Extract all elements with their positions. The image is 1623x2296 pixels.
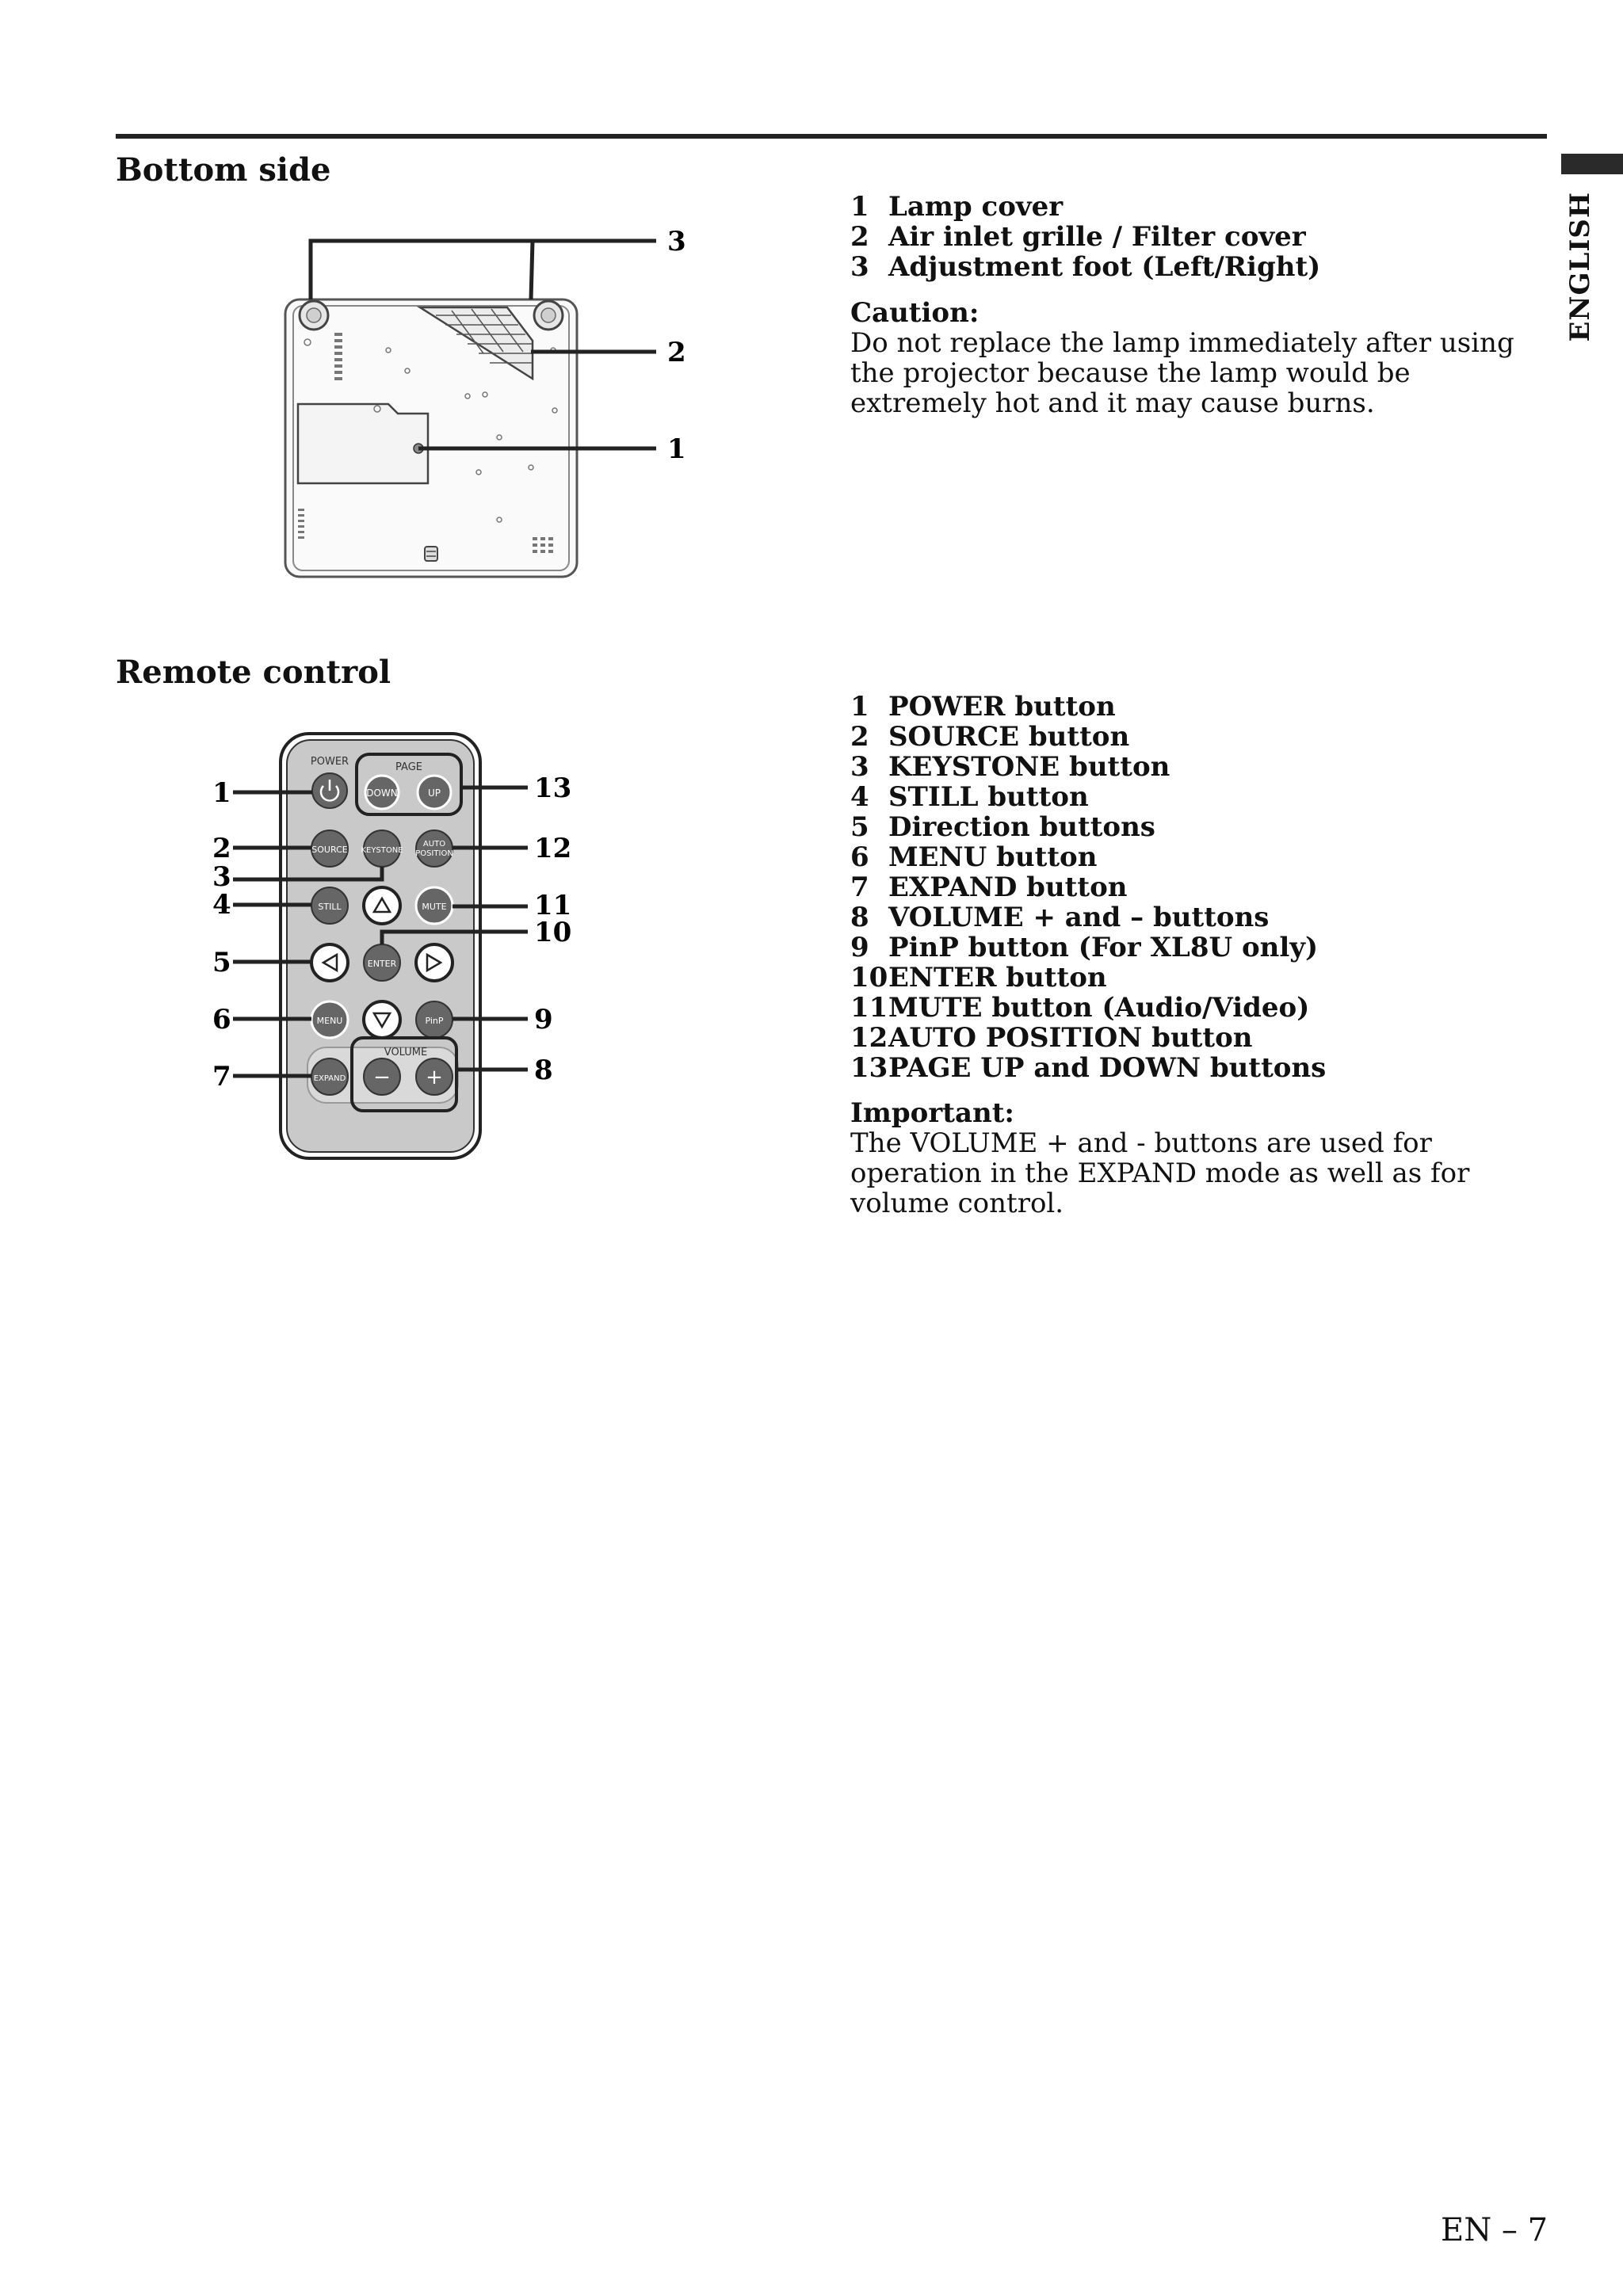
page-number: EN – 7 [1441,2212,1549,2248]
arrow-up-icon [372,896,392,913]
side-vents-lower-left [298,509,304,539]
auto-position-label-line2: POSITION [415,849,453,858]
page-up-label: UP [428,788,441,799]
mute-label: MUTE [422,902,446,912]
language-label: ENGLISH [1556,184,1604,350]
remote-callout-2: 2 [212,833,231,864]
remote-callout-5: 5 [212,947,231,978]
bottom-side-heading: Bottom side [116,151,331,189]
remote-callout-4: 4 [212,889,231,921]
page-button-group [355,753,463,816]
volume-minus-button[interactable] [363,1058,401,1096]
callout-line-r10 [380,929,528,944]
expand-label: EXPAND [314,1074,346,1083]
enter-label: ENTER [368,959,397,969]
left-direction-button[interactable] [310,943,349,982]
down-direction-button[interactable] [362,1000,402,1039]
grille-slats [436,308,532,364]
remote-control-diagram: POWER PAGE DOWN UP SOURCE KEYSTONE AUTO … [212,732,571,1160]
remote-callout-10: 10 [534,917,571,948]
page-up-button[interactable] [416,774,453,810]
page-label: PAGE [395,761,422,773]
adjustment-foot-right-center [540,307,556,323]
right-direction-button[interactable] [414,943,454,982]
volume-button-group [350,1036,458,1112]
menu-label: MENU [317,1016,343,1026]
remote-callout-1: 1 [212,777,231,809]
arrow-left-icon [321,952,338,973]
adjustment-foot-left-center [306,307,322,323]
caution-heading: Caution: [850,297,980,329]
power-label: POWER [311,756,349,768]
callout-number-3: 3 [667,226,686,257]
language-label-text: ENGLISH [1564,192,1596,342]
page-down-label: DOWN [366,788,398,799]
side-vents-left [334,333,342,380]
remote-callout-13: 13 [534,772,571,804]
side-vents-lower-right [533,537,553,553]
auto-position-label-line1: AUTO [423,840,445,849]
top-rule [116,134,1547,139]
projector-body-inner-edge [292,305,570,571]
projector-bottom-diagram: 3 2 1 [284,226,686,578]
remote-callout-8: 8 [534,1055,553,1086]
remote-control-heading: Remote control [116,654,391,691]
volume-label: VOLUME [384,1047,427,1058]
remote-callout-9: 9 [534,1004,553,1035]
remote-callout-3: 3 [212,861,231,893]
volume-minus-label: − [373,1066,391,1089]
important-text: The VOLUME + and - buttons are used for … [850,1127,1470,1219]
callout-number-1: 1 [667,433,686,465]
keystone-label: KEYSTONE [361,846,403,855]
pinp-label: PinP [425,1016,443,1026]
front-vent [424,546,438,562]
lamp-cover [296,402,430,485]
page-down-button[interactable] [364,774,400,810]
important-heading: Important: [850,1097,1014,1129]
language-tab-marker [1561,154,1623,174]
projector-body [284,298,579,578]
source-label: SOURCE [311,845,347,855]
arrow-right-icon [426,952,443,973]
arrow-down-icon [372,1012,392,1029]
remote-callout-12: 12 [534,833,571,864]
callout-line-r3 [233,867,384,882]
small-screws [304,338,558,523]
auto-position-button[interactable] [415,830,453,868]
still-label: STILL [318,902,342,912]
volume-plus-label: + [426,1066,443,1089]
volume-plus-button[interactable] [415,1058,453,1096]
callout-number-2: 2 [667,337,686,368]
remote-callout-6: 6 [212,1004,231,1035]
remote-callout-7: 7 [212,1061,231,1093]
power-icon [319,785,340,802]
up-direction-button[interactable] [362,886,402,925]
caution-text: Do not replace the lamp immediately afte… [850,327,1514,419]
callout-line-3 [308,238,535,300]
remote-callout-11: 11 [534,890,571,921]
